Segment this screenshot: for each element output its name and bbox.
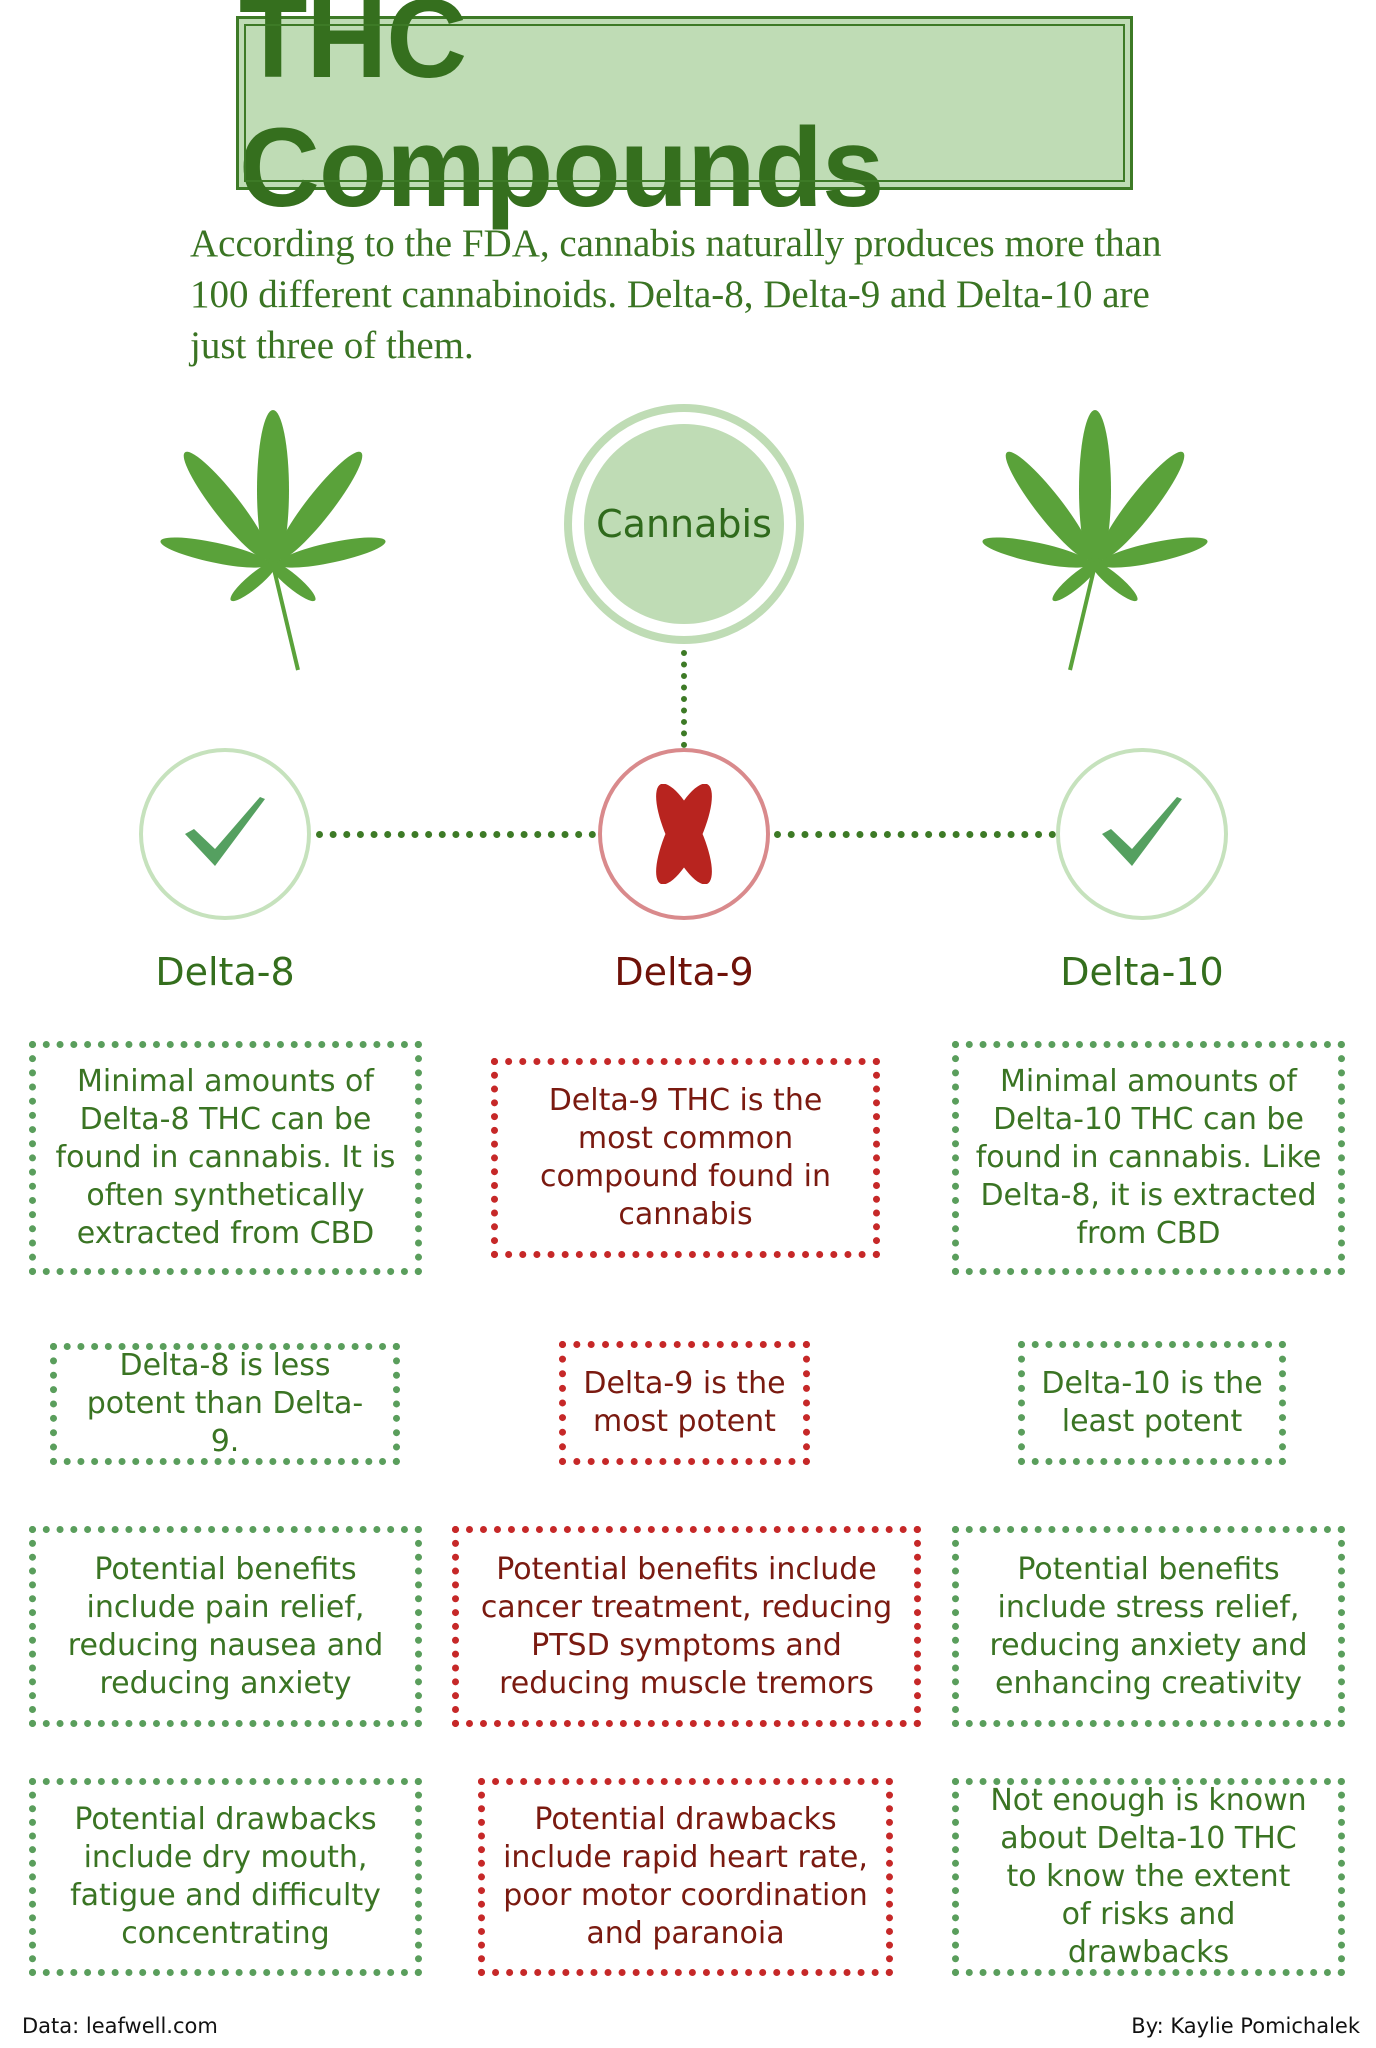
delta-9-benefits-box: Potential benefits include cancer treatm… [452,1526,921,1727]
title-banner: THC Compounds [236,0,1133,230]
delta-9-drawbacks-box: Potential drawbacks include rapid heart … [478,1778,893,1976]
delta-8-status [139,748,311,920]
delta-8-potency-box: Delta-8 is less potent than Delta-9. [50,1343,400,1465]
delta-8-origin-box: Minimal amounts of Delta-8 THC can be fo… [29,1041,422,1275]
delta-10-origin-box: Minimal amounts of Delta-10 THC can be f… [952,1041,1345,1275]
delta-10-potency-box: Delta-10 is the least potent [1018,1341,1286,1465]
delta-10-status [1056,748,1228,920]
delta-9-origin-box: Delta-9 THC is the most common compound … [491,1058,880,1258]
connector-line [681,650,687,748]
delta-10-benefits-box: Potential benefits include stress relief… [952,1526,1345,1727]
delta-8-benefits-box: Potential benefits include pain relief, … [29,1526,422,1727]
page-title: THC Compounds [239,0,884,230]
author-credit: By: Kaylie Pomichalek [1131,2014,1360,2038]
connector-line [316,831,596,838]
delta-8-drawbacks-box: Potential drawbacks include dry mouth, f… [29,1778,422,1976]
check-icon [185,797,265,866]
delta-10-drawbacks-box: Not enough is known about Delta-10 THC t… [952,1778,1345,1976]
intro-text: According to the FDA, cannabis naturally… [190,222,1162,367]
cannabis-node: Cannabis [564,404,804,644]
delta-10-label: Delta-10 [1060,950,1224,994]
data-source: Data: leafwell.com [22,2014,218,2038]
delta-8-label: Delta-8 [155,950,295,994]
check-icon [1102,797,1182,866]
delta-9-label: Delta-9 [614,950,754,994]
cannabis-leaf-icon [982,410,1208,671]
delta-9-potency-box: Delta-9 is the most potent [559,1341,810,1465]
cannabis-leaf-icon [160,410,386,671]
x-icon [656,784,712,884]
delta-9-status [598,748,770,920]
cannabis-label: Cannabis [584,424,784,624]
connector-line [774,831,1056,838]
